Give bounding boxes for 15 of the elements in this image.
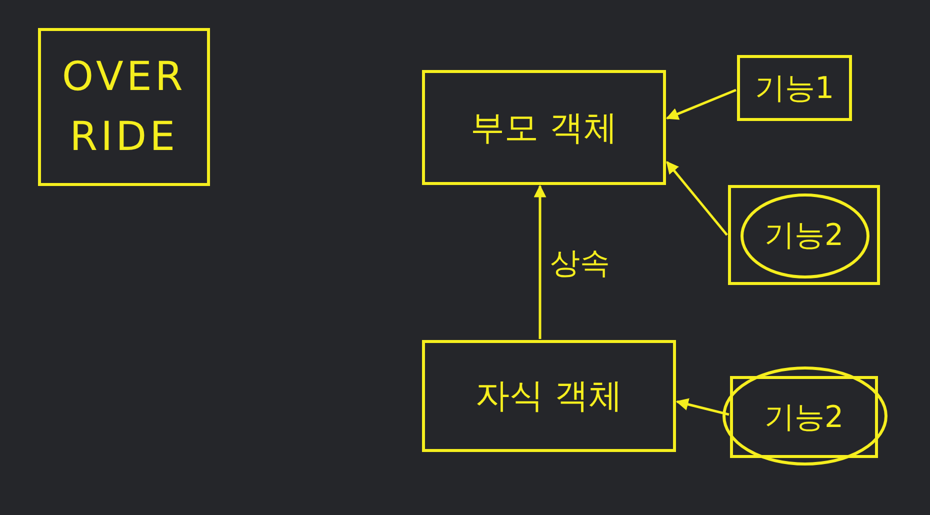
box-label: 부모 객체	[470, 106, 618, 150]
arrow	[676, 398, 730, 416]
box-label: 기능2	[764, 398, 844, 436]
arrow	[666, 88, 736, 120]
box-label: 자식 객체	[476, 375, 622, 418]
feature-box	[728, 185, 880, 285]
box-label: 기능2	[764, 216, 844, 254]
box-label: OVER RIDE	[60, 53, 187, 162]
object-box	[422, 70, 666, 185]
title-box	[38, 28, 210, 186]
arrow	[666, 161, 728, 236]
arrow	[534, 184, 546, 339]
object-box	[422, 340, 676, 452]
feature-box	[737, 55, 852, 121]
box-label: 기능1	[754, 70, 834, 108]
